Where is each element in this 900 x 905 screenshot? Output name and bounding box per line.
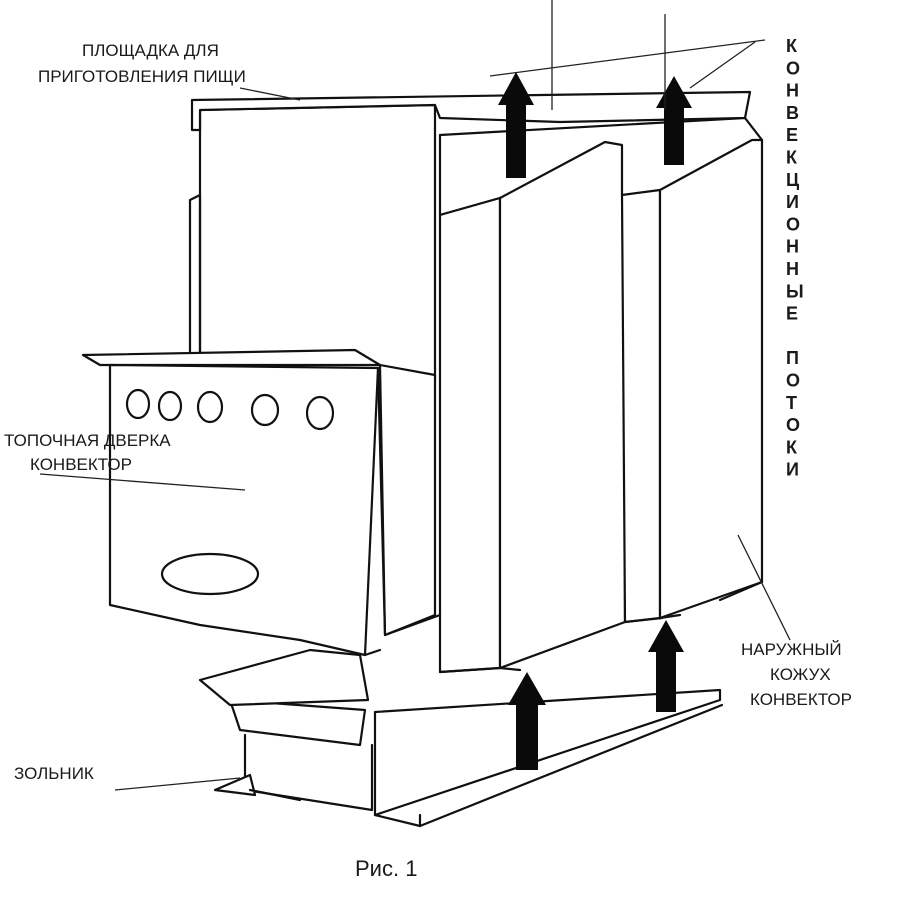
cooking-platform bbox=[190, 90, 752, 132]
vertical-letter: О bbox=[786, 415, 800, 435]
arrow-up-icon bbox=[508, 672, 546, 770]
svg-text:ПРИГОТОВЛЕНИЯ ПИЩИ: ПРИГОТОВЛЕНИЯ ПИЩИ bbox=[38, 67, 246, 86]
svg-text:НАРУЖНЫЙ: НАРУЖНЫЙ bbox=[741, 640, 842, 659]
vertical-letter: Н bbox=[786, 237, 799, 257]
arrow-up-icon bbox=[648, 620, 684, 712]
ash-pan bbox=[213, 698, 374, 812]
door-handle-oval bbox=[160, 552, 260, 596]
vent-hole bbox=[305, 395, 335, 431]
leader-lines bbox=[39, 0, 791, 791]
vent-hole bbox=[196, 390, 224, 424]
vertical-letter: К bbox=[786, 148, 798, 168]
base-plate bbox=[373, 688, 724, 828]
vertical-letter: Е bbox=[786, 125, 798, 145]
convection-arrows bbox=[498, 72, 692, 770]
vertical-letter: Ц bbox=[786, 170, 800, 190]
label-outer-casing: НАРУЖНЫЙ КОЖУХ КОНВЕКТОР bbox=[741, 640, 852, 709]
vent-hole bbox=[125, 388, 151, 420]
vertical-letter: В bbox=[786, 103, 799, 123]
label-firebox-door: ТОПОЧНАЯ ДВЕРКА КОНВЕКТОР bbox=[4, 431, 171, 474]
label-cooking-area: ПЛОЩАДКА ДЛЯ ПРИГОТОВЛЕНИЯ ПИЩИ bbox=[38, 41, 246, 86]
vertical-letter: Н bbox=[786, 81, 799, 101]
vent-hole bbox=[250, 393, 280, 427]
vertical-letter: О bbox=[786, 214, 800, 234]
label-ash-pan: ЗОЛЬНИК bbox=[14, 764, 94, 783]
svg-text:КОЖУХ: КОЖУХ bbox=[770, 665, 831, 684]
vertical-letter: И bbox=[786, 460, 799, 480]
vertical-letter: И bbox=[786, 192, 799, 212]
vertical-letter: К bbox=[786, 36, 798, 56]
door-vent-holes bbox=[125, 388, 335, 596]
vertical-letter: Е bbox=[786, 304, 798, 324]
vertical-letter: О bbox=[786, 371, 800, 391]
vertical-letter: Ы bbox=[786, 281, 804, 301]
vertical-letter: П bbox=[786, 348, 799, 368]
svg-text:ТОПОЧНАЯ ДВЕРКА: ТОПОЧНАЯ ДВЕРКА bbox=[4, 431, 171, 450]
svg-text:КОНВЕКТОР: КОНВЕКТОР bbox=[750, 690, 852, 709]
firebox-body bbox=[81, 348, 442, 707]
back-body bbox=[188, 103, 437, 382]
vertical-letter: Т bbox=[786, 393, 797, 413]
vertical-letter: К bbox=[786, 437, 798, 457]
vent-hole bbox=[157, 390, 183, 422]
svg-text:КОНВЕКТОР: КОНВЕКТОР bbox=[30, 455, 132, 474]
vertical-letter: О bbox=[786, 58, 800, 78]
vertical-letter: Н bbox=[786, 259, 799, 279]
arrow-up-icon bbox=[498, 72, 534, 178]
svg-text:ПЛОЩАДКА ДЛЯ: ПЛОЩАДКА ДЛЯ bbox=[82, 41, 219, 60]
figure-caption: Рис. 1 bbox=[355, 856, 417, 881]
convector-channels bbox=[438, 116, 764, 674]
